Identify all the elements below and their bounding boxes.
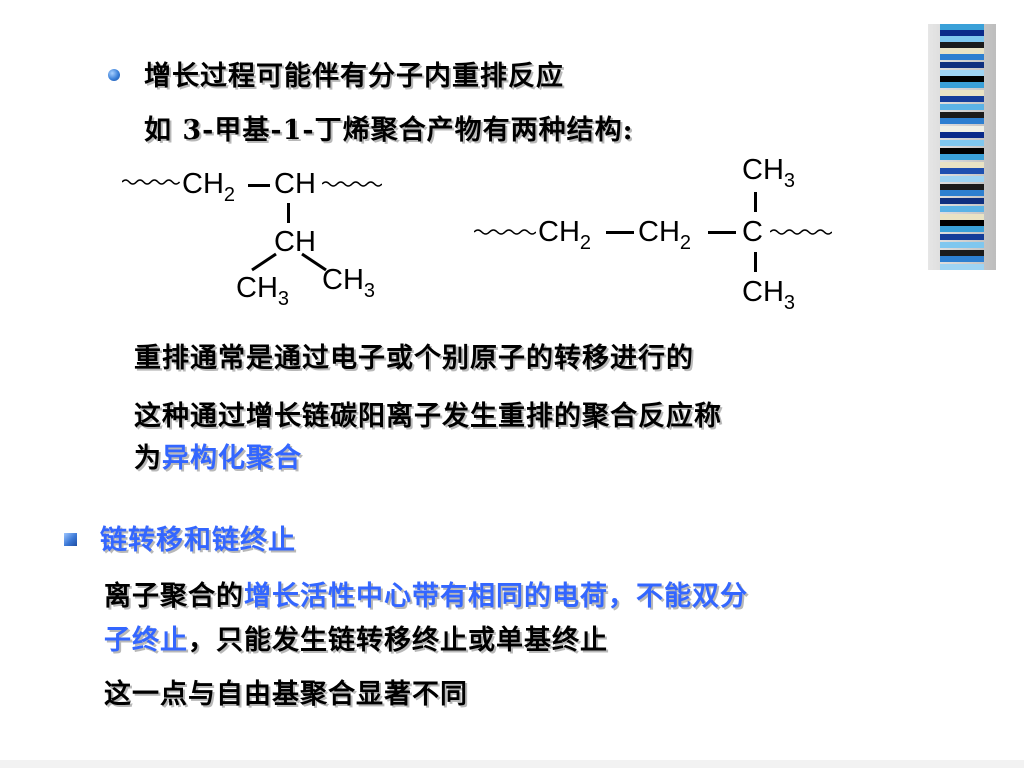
bullet2-line1: 离子聚合的增长活性中心带有相同的电荷，不能双分 <box>104 581 748 612</box>
highlight-term: 异构化聚合 <box>162 443 302 474</box>
bullet2-title: 链转移和链终止 <box>100 525 296 556</box>
bullet-square-icon <box>64 533 77 546</box>
highlight-text: 子终止 <box>104 625 188 656</box>
bullet2-line3: 这一点与自由基聚合显著不同 <box>104 679 468 710</box>
paragraph1-line1: 重排通常是通过电子或个别原子的转移进行的 <box>134 343 694 374</box>
bond-line <box>248 184 270 187</box>
polymer-chain-squiggle <box>770 229 832 235</box>
bond-line <box>754 252 757 272</box>
ch2-group-a: CH2 <box>538 216 592 254</box>
highlight-text: 增长活性中心带有相同的电荷，不能双分 <box>244 581 748 612</box>
ch2-group-b: CH2 <box>638 216 692 254</box>
polymer-chain-squiggle <box>122 179 180 185</box>
bullet-dot-icon <box>108 69 120 81</box>
ch-group-top: CH <box>274 168 316 200</box>
paragraph1-line2: 这种通过增长链碳阳离子发生重排的聚合反应称 <box>134 401 722 432</box>
decorative-stripe-image <box>928 24 996 270</box>
carbon-atom: C <box>742 216 763 248</box>
bond-line <box>708 231 736 234</box>
bullet1-example: 如 3-甲基-1-丁烯聚合产物有两种结构: <box>144 115 634 146</box>
bond-line <box>754 192 757 212</box>
ch2-group: CH2 <box>182 168 236 206</box>
ch3-right-group: CH3 <box>322 264 376 302</box>
paragraph1-line3: 为异构化聚合 <box>134 443 302 474</box>
bullet1-title: 增长过程可能伴有分子内重排反应 <box>144 61 564 92</box>
ch3-left-group: CH3 <box>236 272 290 310</box>
ch3-bottom-group: CH3 <box>742 276 796 314</box>
bullet2-line2: 子终止，只能发生链转移终止或单基终止 <box>104 625 608 656</box>
footer-divider <box>0 760 1024 768</box>
polymer-chain-squiggle <box>322 181 382 187</box>
bond-line <box>606 231 634 234</box>
ch-group-middle: CH <box>274 226 316 258</box>
bond-lines-branch <box>251 252 327 272</box>
ch3-top-group: CH3 <box>742 154 796 192</box>
polymer-chain-squiggle <box>474 229 536 235</box>
bond-line <box>287 203 290 223</box>
